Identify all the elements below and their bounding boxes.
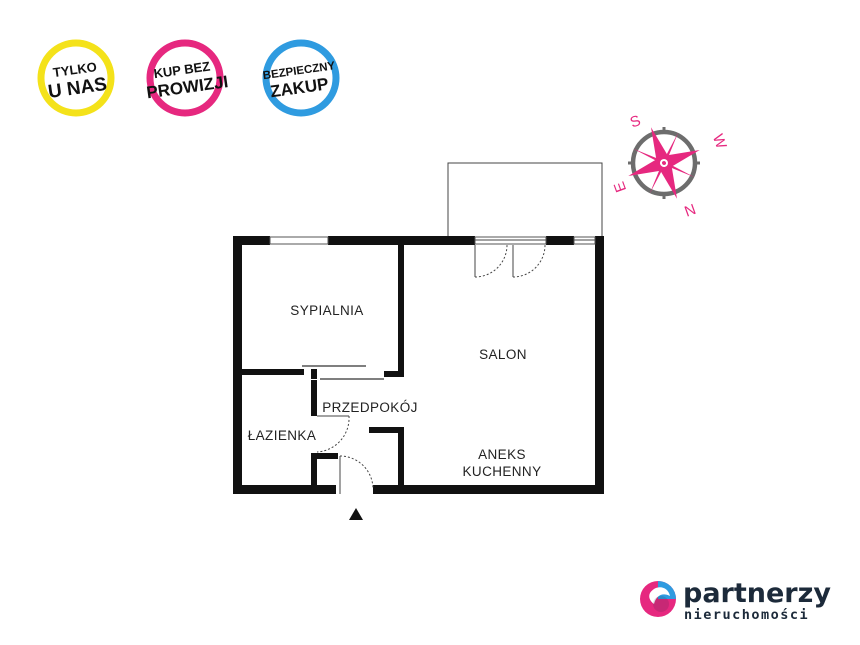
brand-tagline: nieruchomości [684, 607, 809, 623]
compass-letter-n: N [682, 200, 698, 220]
brand-logo-icon [640, 581, 676, 617]
window-balcony-door [474, 236, 547, 245]
compass-ticks [628, 127, 700, 199]
entrance-arrow-icon [349, 508, 363, 520]
badge-no-commission: KUP BEZ PROWIZJI [145, 39, 229, 117]
compass-rose: S W N E [611, 112, 730, 219]
room-label-hall: PRZEDPOKÓJ [322, 400, 418, 415]
interior-walls [242, 245, 404, 485]
window-living [573, 236, 596, 245]
balcony-door-swings [474, 244, 546, 278]
compass-letter-e: E [611, 179, 630, 194]
windows [269, 236, 596, 245]
badge-ring-pink [146, 39, 224, 117]
entrance-door [339, 455, 374, 494]
badge-safe-purchase: BEZPIECZNY ZAKUP [262, 39, 340, 117]
badge-ring-blue [262, 39, 340, 117]
window-bedroom [269, 236, 329, 245]
balcony [447, 162, 603, 241]
room-label-bedroom: SYPIALNIA [290, 303, 363, 318]
badge-only-with-us: TYLKO U NAS [37, 39, 115, 117]
room-label-kitchen-line1: ANEKS [478, 447, 526, 462]
wall-bedroom-living [398, 245, 404, 377]
brand-name: partnerzy [683, 578, 831, 609]
brand-logo: partnerzy nieruchomości [640, 578, 831, 623]
room-label-living: SALON [479, 347, 527, 362]
compass-letter-s: S [628, 112, 643, 131]
badge-line1: TYLKO [52, 59, 98, 80]
room-label-kitchen-line2: KUCHENNY [463, 464, 542, 479]
bathroom-door [316, 415, 350, 453]
outer-walls [233, 236, 604, 494]
floor-plan: SYPIALNIA SALON PRZEDPOKÓJ ŁAZIENKA ANEK… [233, 162, 604, 520]
sliding-door-bedroom [302, 365, 384, 380]
compass-star [628, 127, 700, 199]
wall-kitchen-stub [369, 427, 404, 433]
badge-ring-yellow [37, 39, 115, 117]
wall-bedroom-bath [242, 369, 304, 375]
room-label-bathroom: ŁAZIENKA [248, 428, 316, 443]
wall-bath-hall [311, 380, 317, 416]
compass-letter-w: W [709, 132, 730, 152]
